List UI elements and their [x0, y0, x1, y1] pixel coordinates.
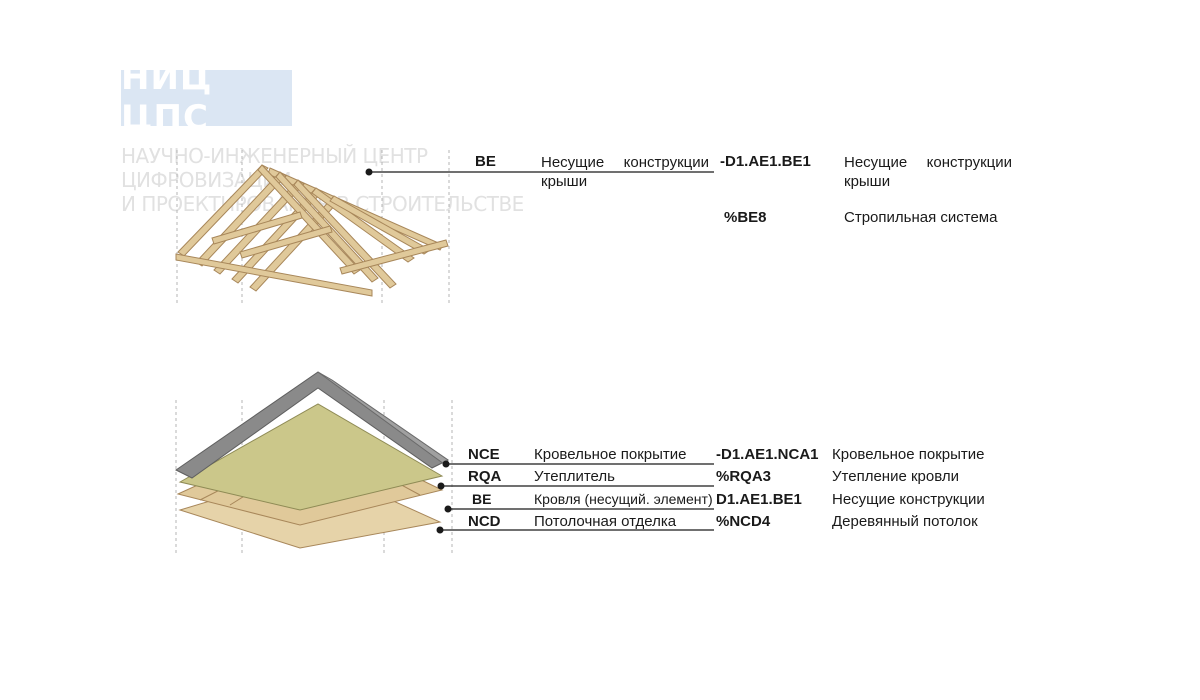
leader-lines-bottom — [440, 463, 714, 531]
row-3-name: Кровля (несущий. элемент) — [534, 491, 713, 507]
row-2-name: Утеплитель — [534, 468, 615, 485]
row-2-description: Утепление кровли — [832, 468, 959, 485]
row-2-designation: %RQA3 — [716, 468, 772, 485]
leader-dot-nce — [442, 460, 450, 468]
leader-dot-be — [444, 505, 452, 513]
row-1-code: NCE — [468, 446, 500, 463]
top-code: BE — [475, 153, 496, 170]
row-1-name: Кровельное покрытие — [534, 446, 687, 463]
top-description: Несущие конструкции крыши — [844, 154, 1012, 190]
watermark-logo: НИЦ ЦПС — [121, 58, 292, 138]
row-2-code: RQA — [468, 468, 502, 485]
row-3-code: BE — [472, 491, 492, 507]
row-4-name: Потолочная отделка — [534, 513, 677, 530]
rafter-system-illustration — [175, 164, 449, 297]
guide-lines-top — [176, 150, 450, 305]
row-3-description: Несущие конструкции — [832, 491, 985, 508]
row-4-designation: %NCD4 — [716, 513, 771, 530]
top-sub-description: Стропильная система — [844, 209, 998, 226]
top-name: Несущие конструкции крыши — [541, 154, 709, 190]
top-designation: -D1.AE1.BE1 — [720, 153, 811, 170]
row-4-description: Деревянный потолок — [832, 513, 978, 530]
leader-dot-rqa — [437, 482, 445, 490]
leader-dot-ncd — [436, 526, 444, 534]
layered-roof-illustration — [175, 371, 449, 549]
leader-dot-top — [365, 168, 373, 176]
watermark-logo-text: НИЦ ЦПС — [121, 58, 213, 138]
row-3-designation: D1.AE1.BE1 — [716, 491, 802, 508]
row-1-designation: -D1.AE1.NCA1 — [716, 446, 819, 463]
row-4-code: NCD — [468, 513, 501, 530]
top-sub-designation: %BE8 — [724, 209, 767, 226]
row-1-description: Кровельное покрытие — [832, 446, 985, 463]
